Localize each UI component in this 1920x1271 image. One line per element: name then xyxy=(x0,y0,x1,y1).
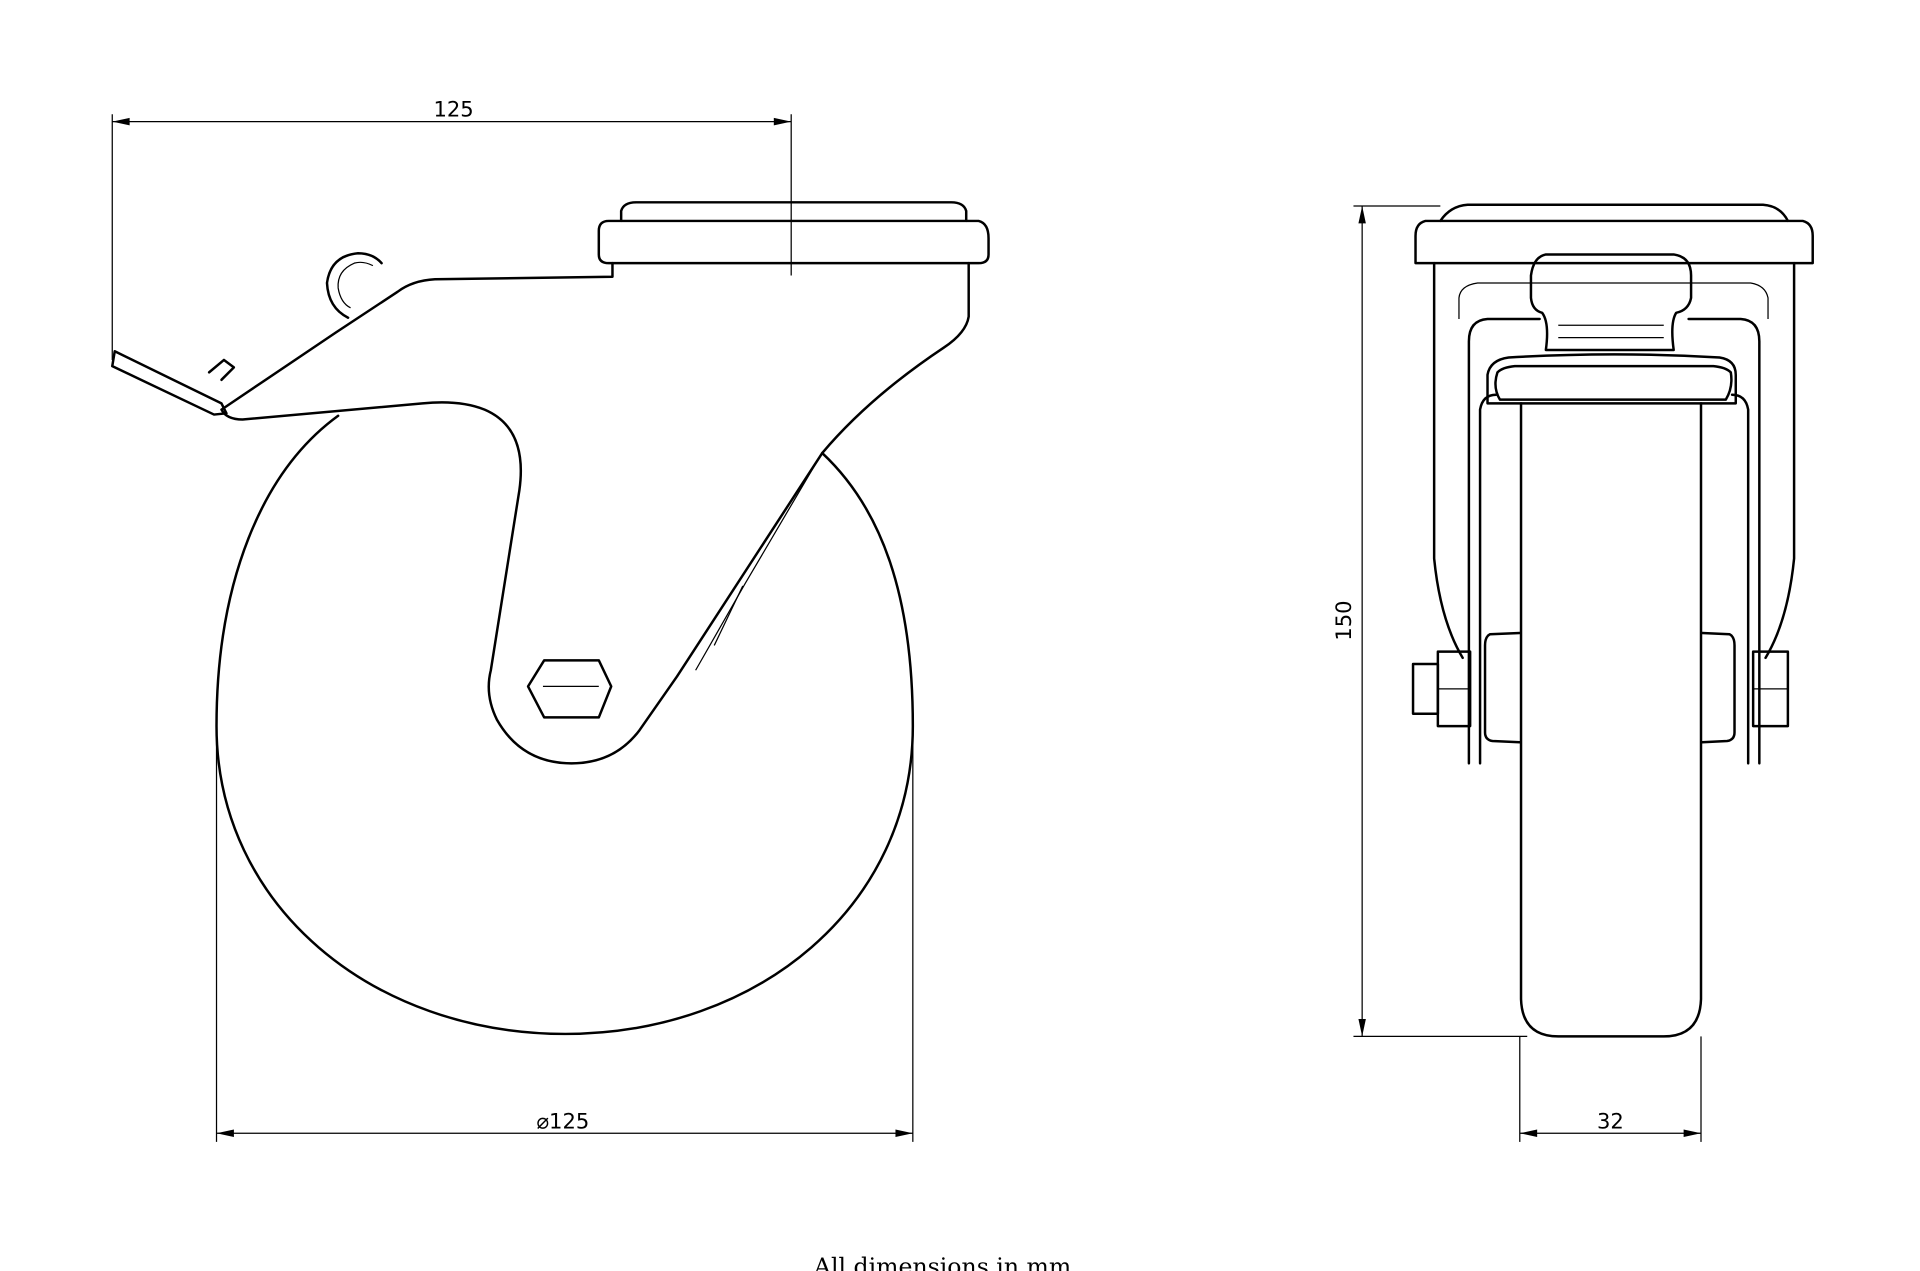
dimension-wheel-diameter-label: ⌀125 xyxy=(536,1108,589,1133)
dimension-wheel-width-label: 32 xyxy=(1597,1108,1624,1133)
dimension-offset-label: 125 xyxy=(433,97,473,122)
axle-nut-left xyxy=(1411,650,1472,728)
axle-hex-nut xyxy=(526,659,613,719)
dimension-wheel-width: 32 xyxy=(1519,1036,1702,1142)
top-plate-front xyxy=(1414,203,1814,265)
dimension-height-label: 150 xyxy=(1331,600,1356,640)
axle-nut-right xyxy=(1751,650,1790,728)
side-view: 125 ⌀125 xyxy=(111,97,990,1142)
brake-pedal xyxy=(111,350,228,416)
brake-hook xyxy=(325,251,383,319)
brake-pad xyxy=(1486,353,1737,405)
fork-arm xyxy=(220,261,970,765)
fork-body-front xyxy=(1432,261,1464,660)
dimension-offset: 125 xyxy=(111,97,792,360)
front-view: 150 32 xyxy=(1331,203,1814,1142)
dimension-wheel-diameter: ⌀125 xyxy=(215,732,914,1142)
wheel-front xyxy=(1519,402,1703,1038)
top-plate xyxy=(597,201,990,265)
dimension-height: 150 xyxy=(1331,205,1528,1038)
wheel-side xyxy=(215,414,915,1036)
brake-bracket xyxy=(1529,253,1693,352)
footer-note: All dimensions in mm. xyxy=(813,1253,1079,1271)
